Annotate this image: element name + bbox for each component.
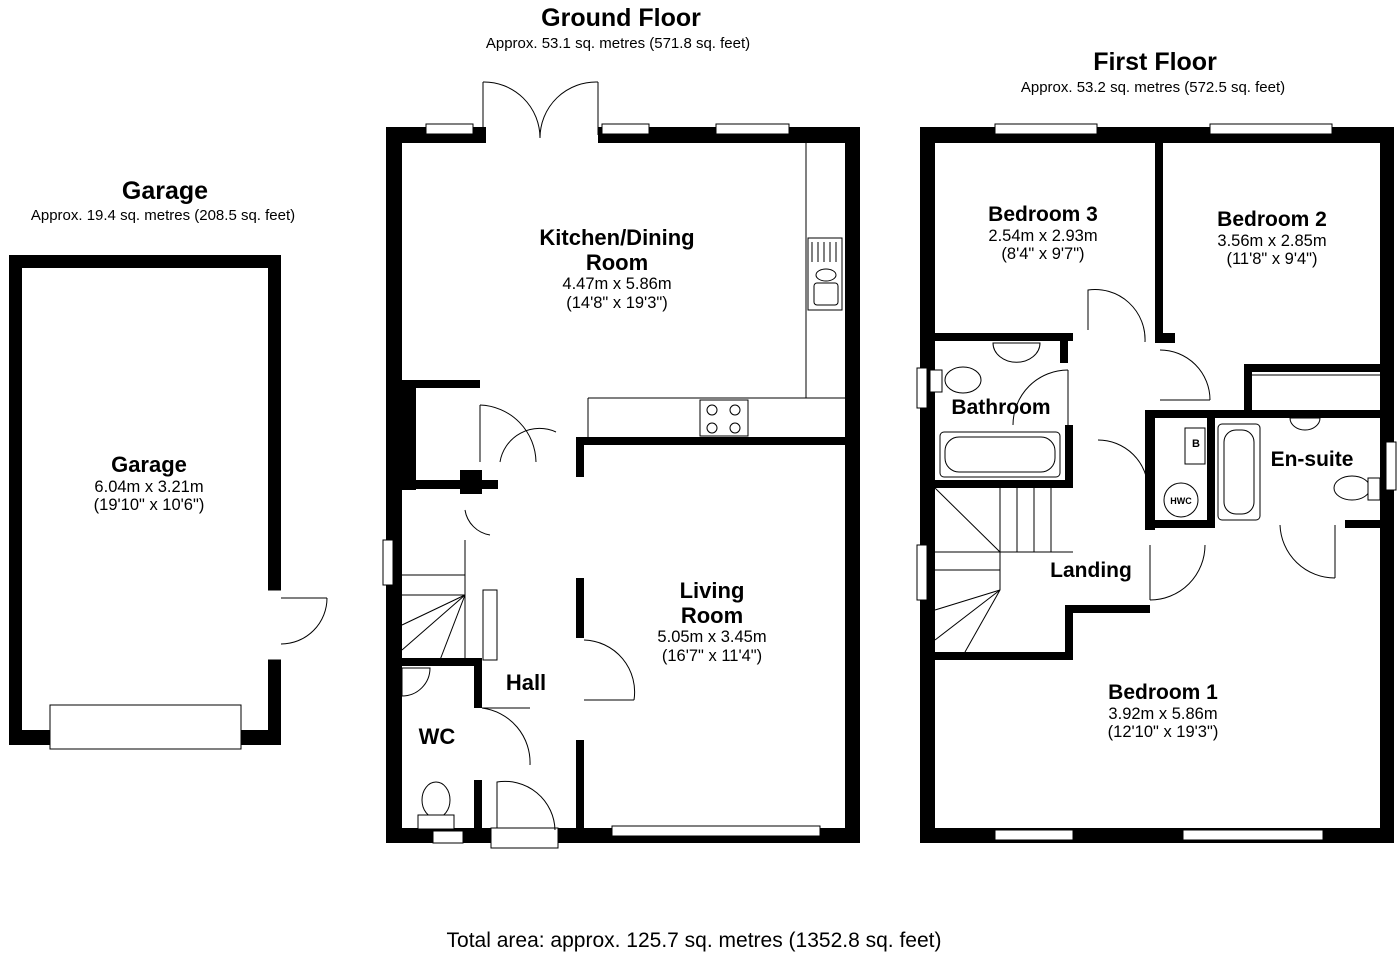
garage-room-label: Garage 6.04m x 3.21m (19'10" x 10'6") — [93, 452, 205, 515]
room-name: Garage — [111, 452, 187, 477]
room-name-line2: Room — [585, 249, 649, 275]
ground-floor-area: Approx. 53.1 sq. metres (571.8 sq. feet) — [485, 35, 751, 52]
first-floor-title: First Floor — [1093, 48, 1217, 76]
garage-plan — [9, 255, 328, 750]
room-imperial: (12'10" x 19'3") — [1107, 722, 1219, 741]
room-imperial: (19'10" x 10'6") — [93, 496, 205, 515]
room-name: Bedroom 3 — [988, 203, 1098, 226]
room-name: Bedroom 1 — [1108, 681, 1218, 704]
room-metric: 6.04m x 3.21m — [94, 477, 204, 496]
room-metric: 3.56m x 2.85m — [1217, 231, 1327, 250]
room-metric: 2.54m x 2.93m — [988, 226, 1098, 245]
room-imperial: (14'8" x 19'3") — [566, 293, 668, 312]
room-name-line1: Kitchen/Dining — [539, 225, 695, 250]
garage-area: Approx. 19.4 sq. metres (208.5 sq. feet) — [30, 207, 296, 224]
room-name-line1: Living — [679, 578, 745, 603]
room-name-line2: Room — [680, 602, 744, 628]
room-name: Bedroom 2 — [1217, 208, 1327, 231]
bedroom-2-label: Bedroom 2 3.56m x 2.85m (11'8" x 9'4") — [1217, 208, 1327, 268]
total-area: Total area: approx. 125.7 sq. metres (13… — [446, 929, 942, 952]
room-imperial: (11'8" x 9'4") — [1226, 249, 1318, 268]
bedroom-1-label: Bedroom 1 3.92m x 5.86m (12'10" x 19'3") — [1108, 681, 1219, 741]
ground-floor-title: Ground Floor — [541, 4, 701, 32]
boiler-label: B — [1192, 438, 1200, 450]
landing-label: Landing — [1050, 559, 1132, 582]
room-metric: 4.47m x 5.86m — [562, 275, 672, 294]
bedroom-3-label: Bedroom 3 2.54m x 2.93m (8'4" x 9'7") — [988, 203, 1098, 263]
room-metric: 3.92m x 5.86m — [1108, 704, 1218, 723]
bathroom-label: Bathroom — [951, 396, 1051, 419]
first-floor-area: Approx. 53.2 sq. metres (572.5 sq. feet) — [1020, 79, 1286, 96]
hall-label: Hall — [505, 670, 547, 695]
ground-floor-plan — [382, 81, 860, 849]
ensuite-label: En-suite — [1270, 448, 1354, 471]
wc-label: WC — [418, 724, 456, 749]
kitchen-dining-room-label: Kitchen/Dining Room 4.47m x 5.86m (14'8"… — [539, 225, 695, 312]
first-floor-plan — [916, 123, 1397, 843]
room-imperial: (8'4" x 9'7") — [1001, 244, 1085, 263]
living-room-label: Living Room 5.05m x 3.45m (16'7" x 11'4"… — [657, 578, 767, 665]
hot-water-cylinder-label: HWC — [1170, 496, 1192, 506]
room-imperial: (16'7" x 11'4") — [661, 646, 763, 665]
garage-title: Garage — [121, 177, 209, 205]
room-metric: 5.05m x 3.45m — [657, 628, 767, 647]
